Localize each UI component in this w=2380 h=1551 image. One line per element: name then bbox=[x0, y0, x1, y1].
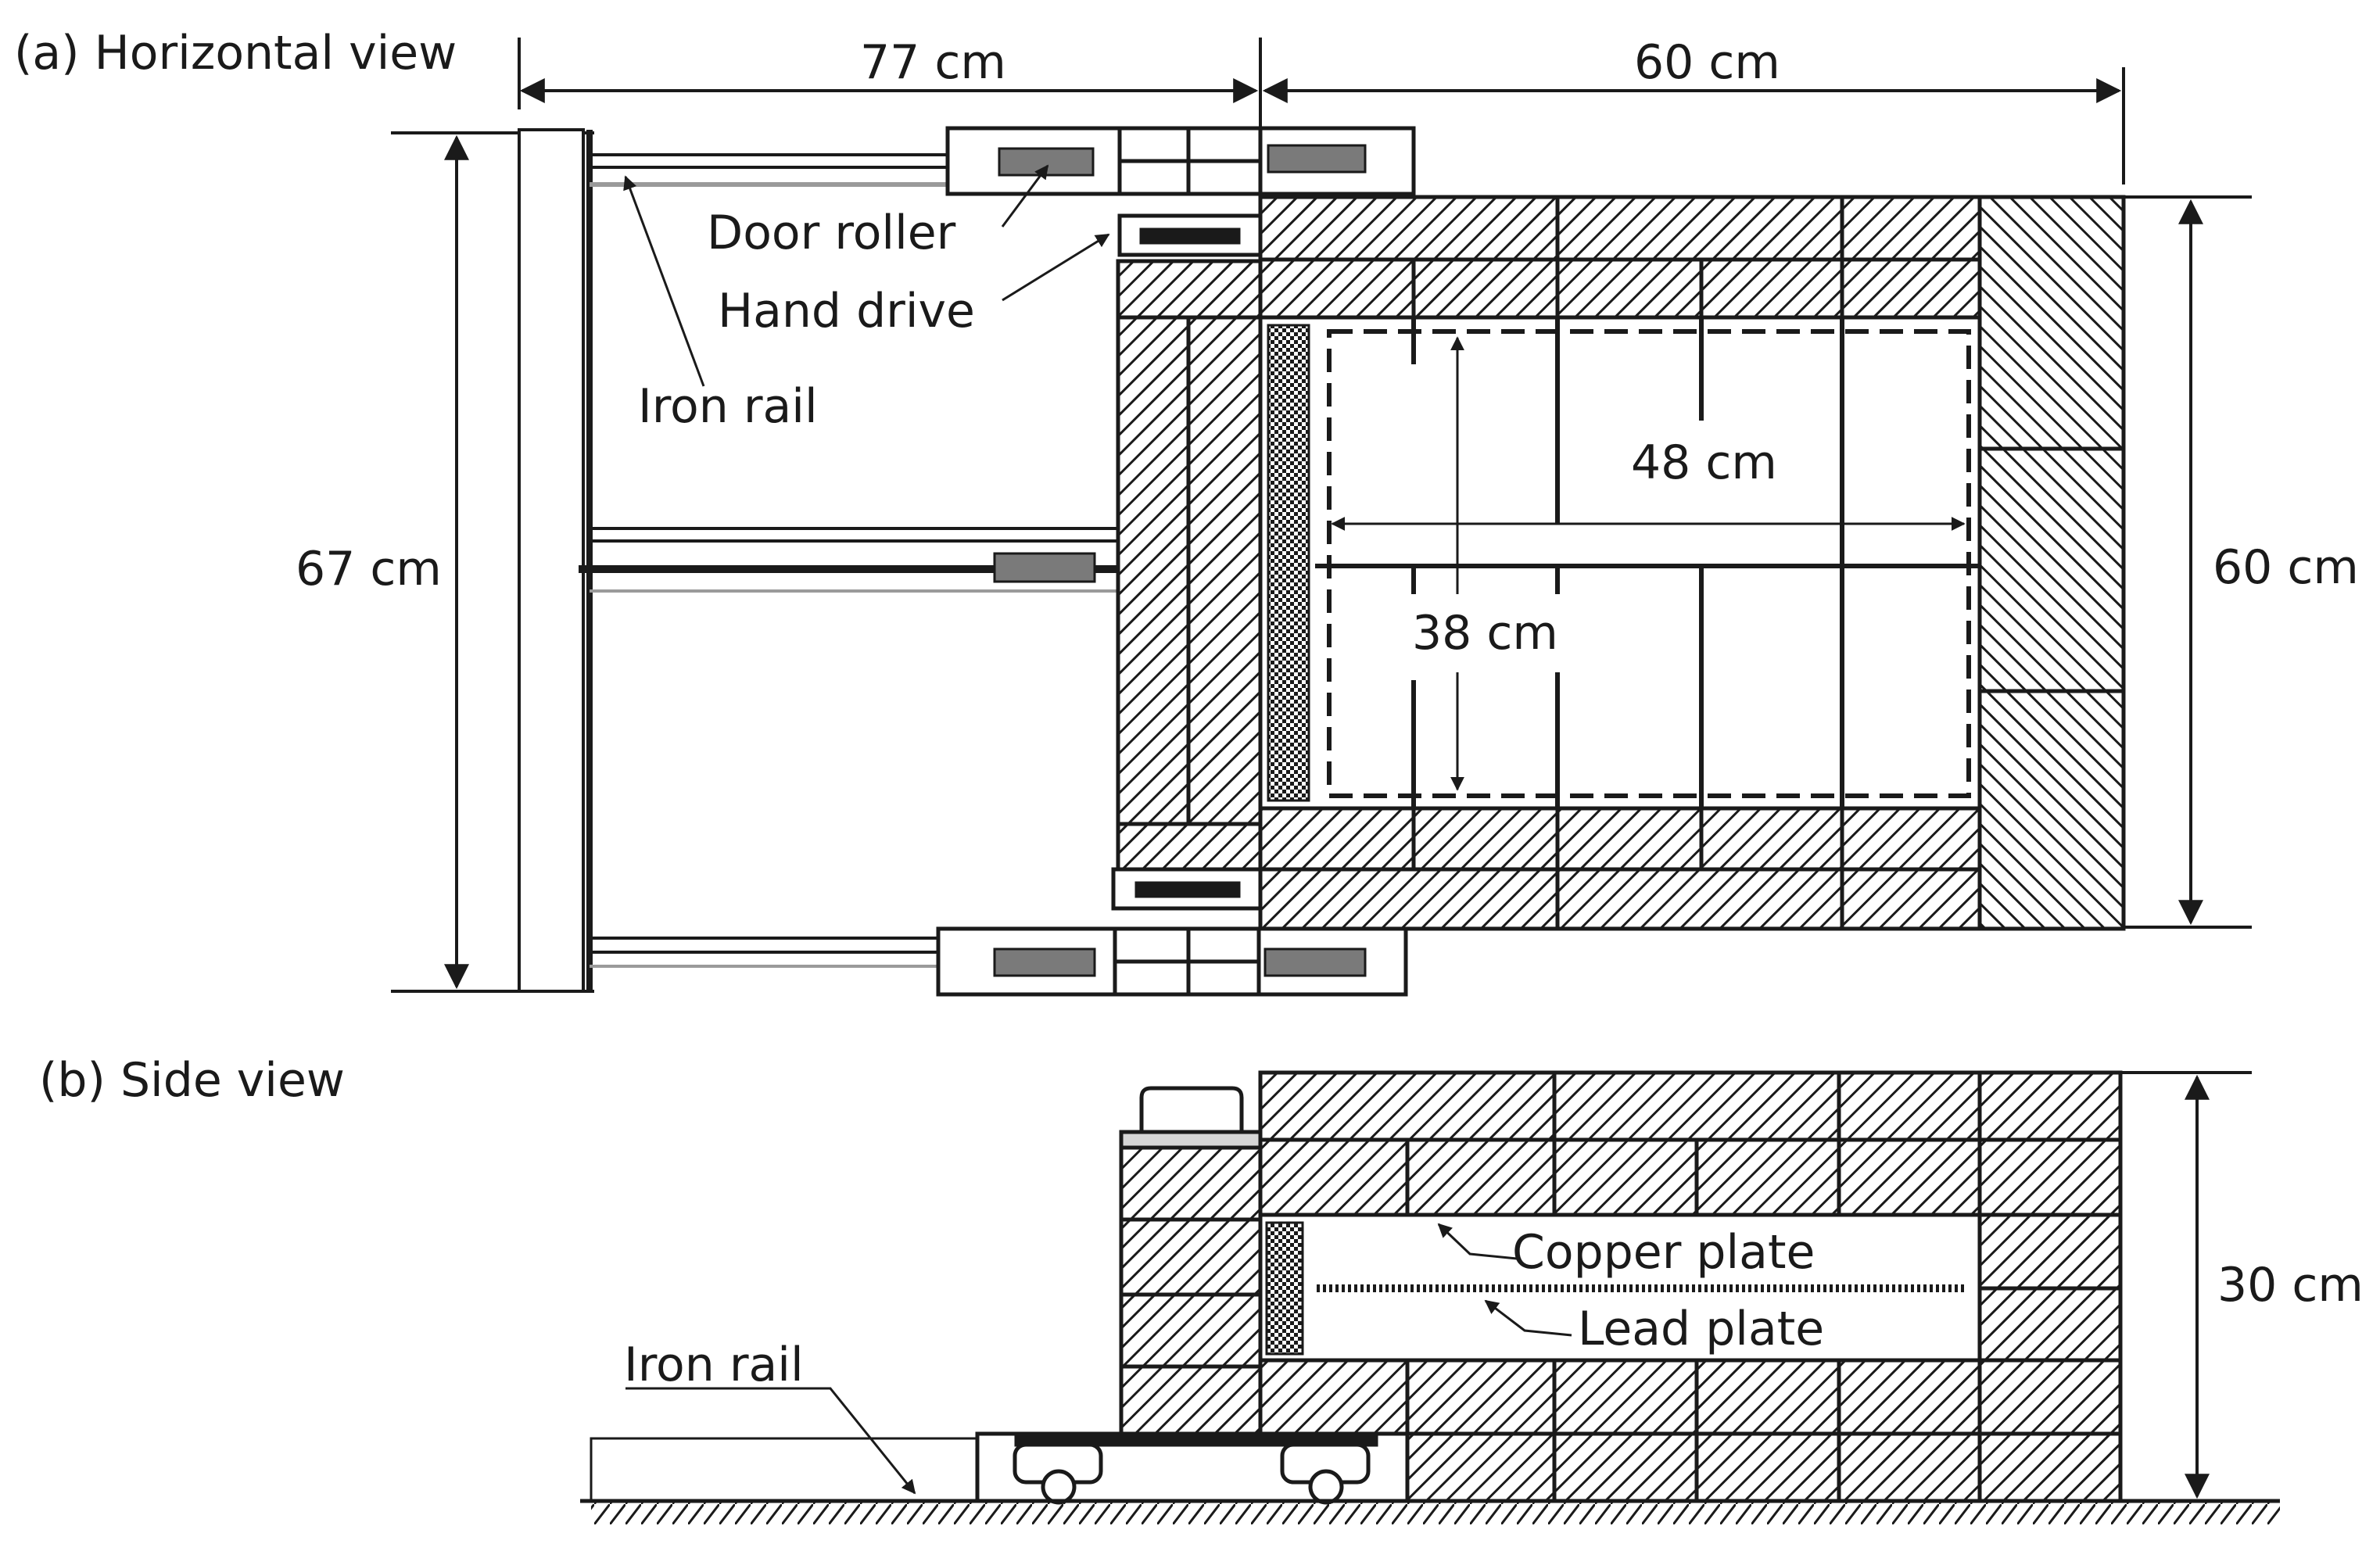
top-dimension-77 bbox=[518, 38, 2125, 195]
top-roller-assembly bbox=[945, 126, 1416, 196]
dim-77cm: 77 cm bbox=[860, 35, 1006, 90]
copper-plate-edge bbox=[1267, 324, 1310, 802]
rails bbox=[579, 153, 1260, 968]
roller-icon bbox=[1267, 144, 1367, 174]
dim-60cm-right: 60 cm bbox=[2213, 540, 2359, 595]
side-door-blocks bbox=[1119, 1145, 1263, 1441]
label-lead-plate: Lead plate bbox=[1578, 1302, 1824, 1356]
inner-dimension-arrows bbox=[1331, 336, 1966, 791]
panel-b-side-view: (b) Side view bbox=[39, 1053, 2364, 1524]
side-dimension-30 bbox=[2120, 1071, 2252, 1499]
label-iron-rail-top: Iron rail bbox=[638, 379, 818, 434]
callout-lines-b bbox=[625, 1223, 1572, 1495]
inner-grid bbox=[1315, 317, 1980, 808]
panel-a-horizontal-view: (a) Horizontal view 77 cm 60 cm 67 cm 60… bbox=[14, 26, 2359, 997]
side-housing bbox=[1258, 1070, 2123, 1503]
callout-lines-a bbox=[623, 164, 1110, 387]
panel-a-title: (a) Horizontal view bbox=[14, 26, 457, 81]
trolley bbox=[590, 1431, 1410, 1505]
roller-icon bbox=[993, 947, 1096, 977]
dim-38cm: 38 cm bbox=[1412, 606, 1558, 661]
label-door-roller: Door roller bbox=[707, 206, 956, 260]
bottom-roller-assembly bbox=[936, 926, 1408, 997]
ground bbox=[580, 1499, 2280, 1524]
roller-icon bbox=[998, 147, 1095, 177]
door-shield bbox=[1116, 259, 1263, 872]
dim-48cm: 48 cm bbox=[1631, 435, 1777, 490]
label-iron-rail-side: Iron rail bbox=[624, 1338, 804, 1392]
dim-67cm: 67 cm bbox=[296, 542, 442, 596]
bottom-hand-drive bbox=[1111, 867, 1266, 911]
main-housing bbox=[1258, 195, 2126, 931]
right-dimension-60 bbox=[2124, 195, 2252, 929]
roller-icon bbox=[1263, 947, 1367, 977]
door-handle bbox=[1119, 1086, 1264, 1150]
dim-60cm-top: 60 cm bbox=[1634, 35, 1780, 90]
dim-30cm: 30 cm bbox=[2217, 1258, 2364, 1313]
door-frame bbox=[518, 128, 593, 993]
roller-icon bbox=[993, 552, 1096, 583]
label-copper-plate: Copper plate bbox=[1512, 1225, 1815, 1280]
label-hand-drive: Hand drive bbox=[718, 284, 975, 338]
top-hand-drive bbox=[1117, 213, 1263, 257]
inner-dashed-box bbox=[1327, 329, 1971, 798]
panel-b-title: (b) Side view bbox=[39, 1053, 345, 1108]
